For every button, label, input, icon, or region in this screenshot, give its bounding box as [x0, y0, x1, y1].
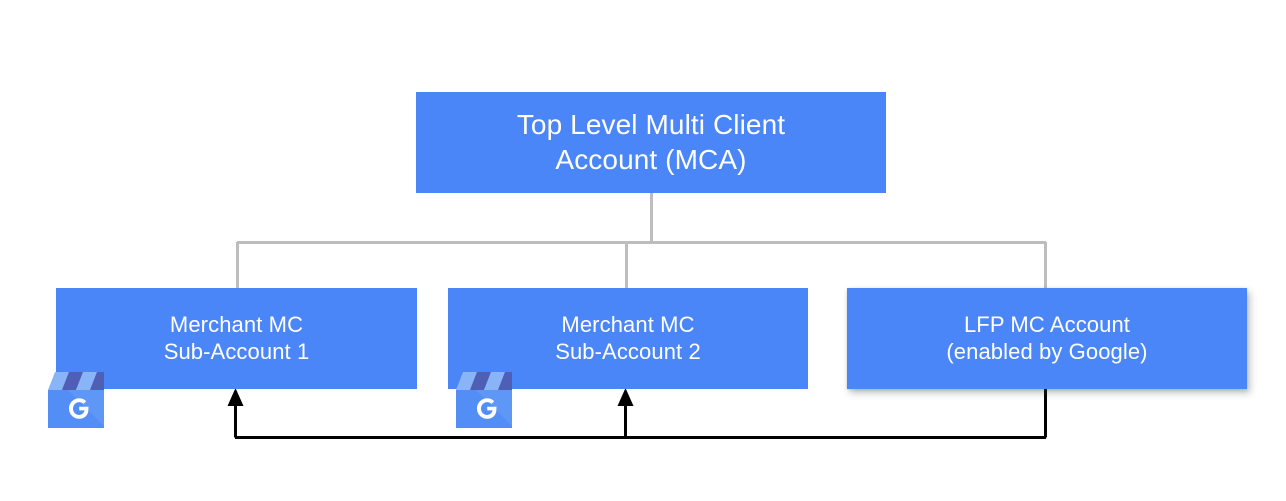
- storefront-body-shade: [456, 390, 512, 428]
- storefront-awning-4: [90, 372, 104, 390]
- node-top-level-mca: Top Level Multi Client Account (MCA): [416, 92, 886, 193]
- arrowhead-merchant-1: [227, 388, 244, 406]
- storefront-awning-4: [498, 372, 512, 390]
- google-g-glyph: [69, 398, 89, 419]
- google-g-glyph: [477, 398, 497, 419]
- google-business-profile-storefront-icon: [456, 372, 512, 428]
- arrowhead-merchant-2: [617, 388, 634, 406]
- google-business-profile-storefront-icon: [48, 372, 104, 428]
- node-merchant-sub-account-2-label: Merchant MC Sub-Account 2: [555, 311, 701, 364]
- node-lfp-mc-account-label: LFP MC Account (enabled by Google): [946, 311, 1148, 364]
- node-top-level-mca-label: Top Level Multi Client Account (MCA): [516, 109, 786, 175]
- tree-connector-group: [236, 193, 1047, 289]
- storefront-body-shade: [48, 390, 104, 428]
- node-lfp-mc-account: LFP MC Account (enabled by Google): [847, 288, 1247, 389]
- node-merchant-sub-account-1-label: Merchant MC Sub-Account 1: [163, 311, 310, 364]
- lfp-feed-arrow-group: [234, 389, 1047, 439]
- node-merchant-sub-account-1: Merchant MC Sub-Account 1: [56, 288, 417, 389]
